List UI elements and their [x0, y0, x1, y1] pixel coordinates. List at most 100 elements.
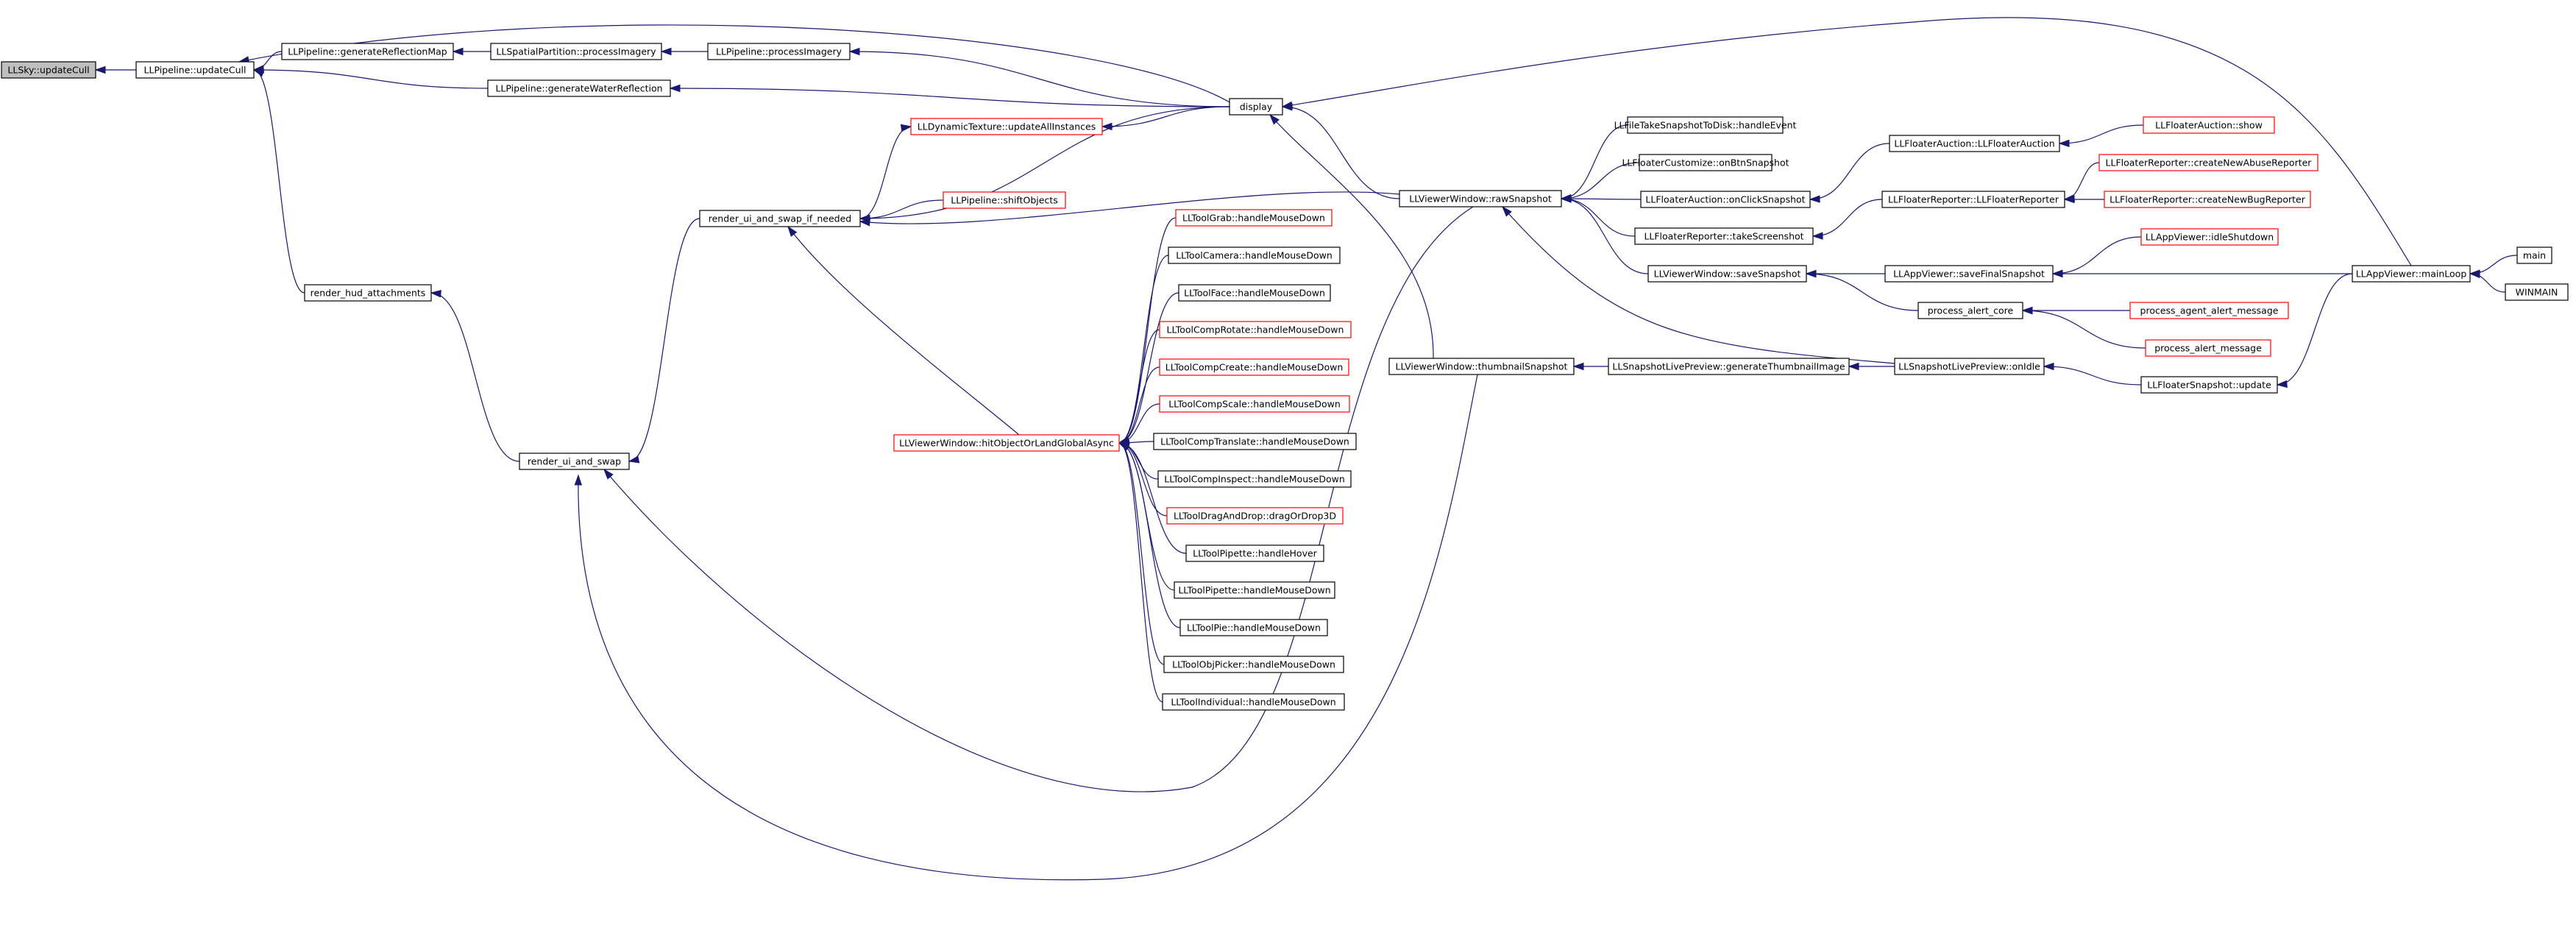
node-box[interactable]	[699, 210, 861, 227]
node-label[interactable]: LLAppViewer::mainLoop	[2356, 269, 2467, 280]
graph-node-n27[interactable]: LLViewerWindow::rawSnapshot	[1399, 190, 1562, 207]
node-box[interactable]	[1881, 191, 2065, 208]
node-label[interactable]: LLFloaterAuction::show	[2155, 120, 2263, 131]
node-box[interactable]	[1, 61, 96, 79]
node-box[interactable]	[1163, 656, 1344, 673]
node-label[interactable]: LLFloaterSnapshot::update	[2147, 380, 2271, 391]
graph-node-n9[interactable]: LLPipeline::shiftObjects	[943, 191, 1066, 209]
node-box[interactable]	[519, 453, 630, 470]
node-label[interactable]: LLViewerWindow::thumbnailSnapshot	[1396, 361, 1568, 372]
node-box[interactable]	[2352, 265, 2471, 283]
node-box[interactable]	[1179, 619, 1328, 636]
node-box[interactable]	[1627, 116, 1784, 134]
graph-node-n15[interactable]: LLToolFace::handleMouseDown	[1178, 284, 1331, 302]
node-box[interactable]	[2098, 154, 2318, 171]
node-label[interactable]: LLToolPipette::handleMouseDown	[1178, 585, 1330, 596]
node-box[interactable]	[135, 61, 255, 79]
node-box[interactable]	[1894, 358, 2045, 375]
graph-node-n5[interactable]: LLPipeline::generateWaterReflection	[487, 79, 671, 97]
node-box[interactable]	[1917, 302, 2023, 319]
graph-node-n10[interactable]: render_hud_attachments	[304, 284, 432, 302]
graph-node-n45[interactable]: process_alert_message	[2145, 339, 2271, 357]
graph-node-n17[interactable]: LLToolCompCreate::handleMouseDown	[1159, 358, 1349, 376]
node-label[interactable]: render_ui_and_swap_if_needed	[709, 213, 851, 224]
node-label[interactable]: LLToolPie::handleMouseDown	[1187, 622, 1321, 634]
node-label[interactable]: LLSky::updateCull	[7, 65, 89, 76]
graph-node-n18[interactable]: LLToolCompScale::handleMouseDown	[1159, 395, 1350, 413]
graph-node-n26[interactable]: LLToolIndividual::handleMouseDown	[1162, 693, 1345, 711]
node-label[interactable]: LLFloaterCustomize::onBtnSnapshot	[1622, 157, 1789, 168]
node-label[interactable]: LLToolFace::handleMouseDown	[1184, 288, 1325, 299]
node-label[interactable]: LLToolDragAndDrop::dragOrDrop3D	[1174, 511, 1336, 522]
graph-node-n14[interactable]: LLToolCamera::handleMouseDown	[1168, 246, 1341, 264]
node-label[interactable]: LLViewerWindow::hitObjectOrLandGlobalAsy…	[899, 438, 1114, 449]
node-label[interactable]: LLPipeline::shiftObjects	[951, 195, 1057, 206]
graph-node-n33[interactable]: LLViewerWindow::saveSnapshot	[1647, 265, 1807, 283]
node-box[interactable]	[1157, 470, 1352, 488]
node-box[interactable]	[1159, 321, 1352, 338]
node-label[interactable]: LLFloaterReporter::takeScreenshot	[1644, 231, 1803, 242]
graph-node-n6[interactable]: display	[1229, 98, 1283, 116]
node-box[interactable]	[1166, 507, 1344, 525]
graph-node-n46[interactable]: LLFloaterSnapshot::update	[2140, 376, 2278, 394]
graph-node-n37[interactable]: LLAppViewer::saveFinalSnapshot	[1884, 265, 2054, 283]
graph-node-n39[interactable]: LLSnapshotLivePreview::onIdle	[1894, 358, 2045, 375]
node-box[interactable]	[1175, 209, 1333, 227]
node-box[interactable]	[2104, 191, 2311, 208]
node-label[interactable]: LLPipeline::updateCull	[144, 65, 246, 76]
node-label[interactable]: LLFloaterReporter::LLFloaterReporter	[1888, 194, 2059, 205]
graph-node-n11[interactable]: render_ui_and_swap	[519, 453, 630, 470]
graph-node-n36[interactable]: LLFloaterReporter::LLFloaterReporter	[1881, 191, 2065, 208]
node-box[interactable]	[304, 284, 432, 302]
graph-node-n0[interactable]: LLSky::updateCull	[1, 61, 96, 79]
graph-node-n21[interactable]: LLToolDragAndDrop::dragOrDrop3D	[1166, 507, 1344, 525]
node-label[interactable]: LLToolCompCreate::handleMouseDown	[1165, 362, 1344, 373]
graph-node-n47[interactable]: LLAppViewer::mainLoop	[2352, 265, 2471, 283]
graph-node-n4[interactable]: LLPipeline::processImagery	[707, 43, 851, 60]
graph-node-n43[interactable]: LLAppViewer::idleShutdown	[2140, 228, 2279, 246]
graph-node-n38[interactable]: process_alert_core	[1917, 302, 2023, 319]
graph-node-n28[interactable]: LLViewerWindow::thumbnailSnapshot	[1388, 358, 1575, 375]
node-label[interactable]: LLSnapshotLivePreview::generateThumbnail…	[1612, 361, 1845, 372]
node-label[interactable]: LLToolPipette::handleHover	[1193, 548, 1318, 559]
node-label[interactable]: LLPipeline::generateReflectionMap	[288, 46, 447, 57]
node-label[interactable]: process_alert_message	[2154, 343, 2262, 354]
node-box[interactable]	[943, 191, 1066, 209]
node-box[interactable]	[281, 43, 454, 60]
node-box[interactable]	[1229, 98, 1283, 116]
node-label[interactable]: main	[2523, 250, 2546, 261]
node-label[interactable]: LLFloaterAuction::onClickSnapshot	[1645, 194, 1805, 205]
node-box[interactable]	[1178, 284, 1331, 302]
node-label[interactable]: process_alert_core	[1928, 305, 2014, 316]
node-box[interactable]	[1889, 135, 2060, 152]
node-box[interactable]	[490, 43, 662, 60]
graph-node-n48[interactable]: main	[2516, 246, 2552, 264]
node-box[interactable]	[2145, 339, 2271, 357]
node-box[interactable]	[487, 79, 671, 97]
node-label[interactable]: render_hud_attachments	[311, 288, 426, 299]
node-label[interactable]: LLFileTakeSnapshotToDisk::handleEvent	[1614, 120, 1797, 131]
graph-node-n19[interactable]: LLToolCompTranslate::handleMouseDown	[1153, 433, 1357, 450]
graph-node-n13[interactable]: LLToolGrab::handleMouseDown	[1175, 209, 1333, 227]
node-box[interactable]	[1185, 544, 1324, 562]
node-box[interactable]	[1647, 265, 1807, 283]
node-box[interactable]	[1174, 581, 1335, 599]
node-box[interactable]	[1388, 358, 1575, 375]
node-box[interactable]	[910, 118, 1103, 135]
node-label[interactable]: LLFloaterAuction::LLFloaterAuction	[1894, 138, 2054, 149]
node-box[interactable]	[1159, 358, 1349, 376]
graph-node-n29[interactable]: LLFileTakeSnapshotToDisk::handleEvent	[1614, 116, 1797, 134]
graph-node-n8[interactable]: render_ui_and_swap_if_needed	[699, 210, 861, 227]
node-label[interactable]: LLPipeline::generateWaterReflection	[495, 83, 662, 94]
graph-node-n22[interactable]: LLToolPipette::handleHover	[1185, 544, 1324, 562]
node-box[interactable]	[1608, 358, 1850, 375]
node-label[interactable]: render_ui_and_swap	[528, 456, 621, 467]
graph-node-n2[interactable]: LLPipeline::generateReflectionMap	[281, 43, 454, 60]
graph-node-n24[interactable]: LLToolPie::handleMouseDown	[1179, 619, 1328, 636]
graph-node-n41[interactable]: LLFloaterReporter::createNewAbuseReporte…	[2098, 154, 2318, 171]
node-label[interactable]: LLToolObjPicker::handleMouseDown	[1172, 659, 1335, 670]
node-box[interactable]	[1639, 154, 1773, 171]
node-label[interactable]: LLToolCompScale::handleMouseDown	[1168, 399, 1341, 410]
node-box[interactable]	[2505, 283, 2569, 301]
node-label[interactable]: LLAppViewer::saveFinalSnapshot	[1893, 269, 2045, 280]
